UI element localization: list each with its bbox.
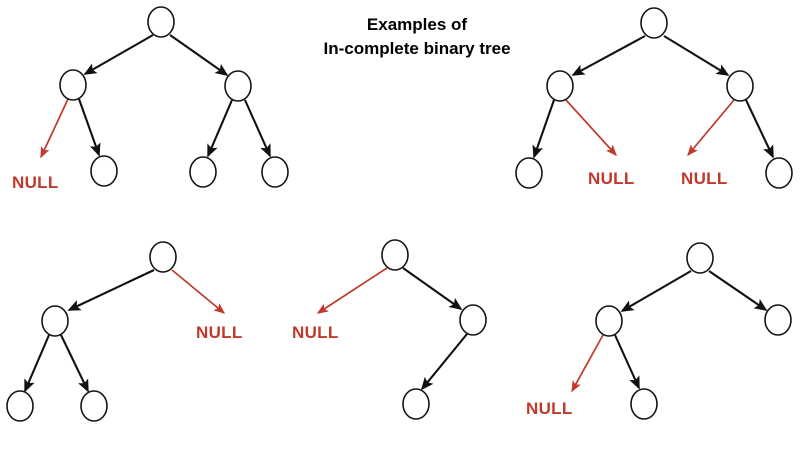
- right-right-grandchild-node: [765, 157, 793, 189]
- top-right-tree: NULL NULL: [515, 7, 793, 189]
- null-label: NULL: [526, 399, 573, 418]
- root-node: [381, 239, 409, 271]
- trees-group: NULL NULL NULL NULL NULL NULL: [6, 6, 793, 422]
- edge-left-to-right-child: [614, 334, 640, 390]
- null-edge-right-missing-left: [687, 99, 735, 157]
- left-left-grandchild-node: [6, 390, 34, 422]
- null-edge-left-missing-left: [40, 98, 69, 159]
- null-label-right-subtree: NULL: [681, 169, 728, 188]
- bottom-right-tree: NULL: [526, 242, 792, 420]
- left-right-grandchild-node: [630, 388, 658, 420]
- root-node: [686, 242, 714, 274]
- edge-left-to-left-child: [532, 99, 555, 159]
- edge-root-to-left: [620, 270, 692, 312]
- null-edge-left-missing-left: [571, 334, 604, 393]
- null-label: NULL: [292, 323, 339, 342]
- edge-left-to-left-child: [24, 334, 50, 393]
- edge-root-to-left: [67, 269, 155, 311]
- edge-root-to-left: [83, 34, 154, 75]
- edge-root-to-right: [708, 270, 768, 311]
- right-left-grandchild-node: [189, 156, 217, 188]
- null-label: NULL: [12, 173, 59, 192]
- left-child-node: [546, 70, 574, 102]
- edge-root-to-right: [663, 35, 730, 76]
- edge-root-to-right: [169, 34, 229, 76]
- right-child-node: [224, 70, 252, 102]
- right-left-grandchild-node: [402, 388, 430, 420]
- edge-root-to-left: [571, 35, 646, 76]
- null-edge-left-missing-right: [565, 99, 617, 157]
- edge-right-to-right-child: [244, 99, 271, 158]
- root-node: [147, 6, 175, 38]
- left-child-node: [59, 69, 87, 101]
- edge-right-to-left-child: [420, 333, 468, 391]
- left-right-grandchild-node: [80, 390, 108, 422]
- diagram-title: Examples of In-complete binary tree: [323, 15, 510, 58]
- left-child-node: [41, 305, 69, 337]
- right-child-node: [764, 304, 792, 336]
- root-node: [149, 241, 177, 273]
- edge-right-to-left-child: [207, 99, 233, 158]
- right-child-node: [726, 70, 754, 102]
- null-edge-root-missing-left: [316, 267, 388, 314]
- null-label: NULL: [196, 323, 243, 342]
- edge-left-to-right-child: [60, 334, 89, 393]
- null-edge-root-missing-right: [171, 269, 226, 314]
- right-child-node: [459, 304, 487, 336]
- null-label-left-subtree: NULL: [588, 169, 635, 188]
- bottom-left-tree: NULL: [6, 241, 243, 422]
- edge-root-to-right: [402, 267, 463, 310]
- bottom-middle-tree: NULL: [292, 239, 487, 420]
- left-child-node: [595, 305, 623, 337]
- root-node: [640, 7, 668, 39]
- left-right-grandchild-node: [90, 155, 118, 187]
- title-line-1: Examples of: [367, 15, 467, 34]
- edge-right-to-right-child: [745, 99, 774, 159]
- left-left-grandchild-node: [515, 157, 543, 189]
- edge-left-to-right-child: [78, 98, 101, 157]
- top-left-tree: NULL: [12, 6, 289, 192]
- title-line-2: In-complete binary tree: [323, 39, 510, 58]
- right-right-grandchild-node: [261, 156, 289, 188]
